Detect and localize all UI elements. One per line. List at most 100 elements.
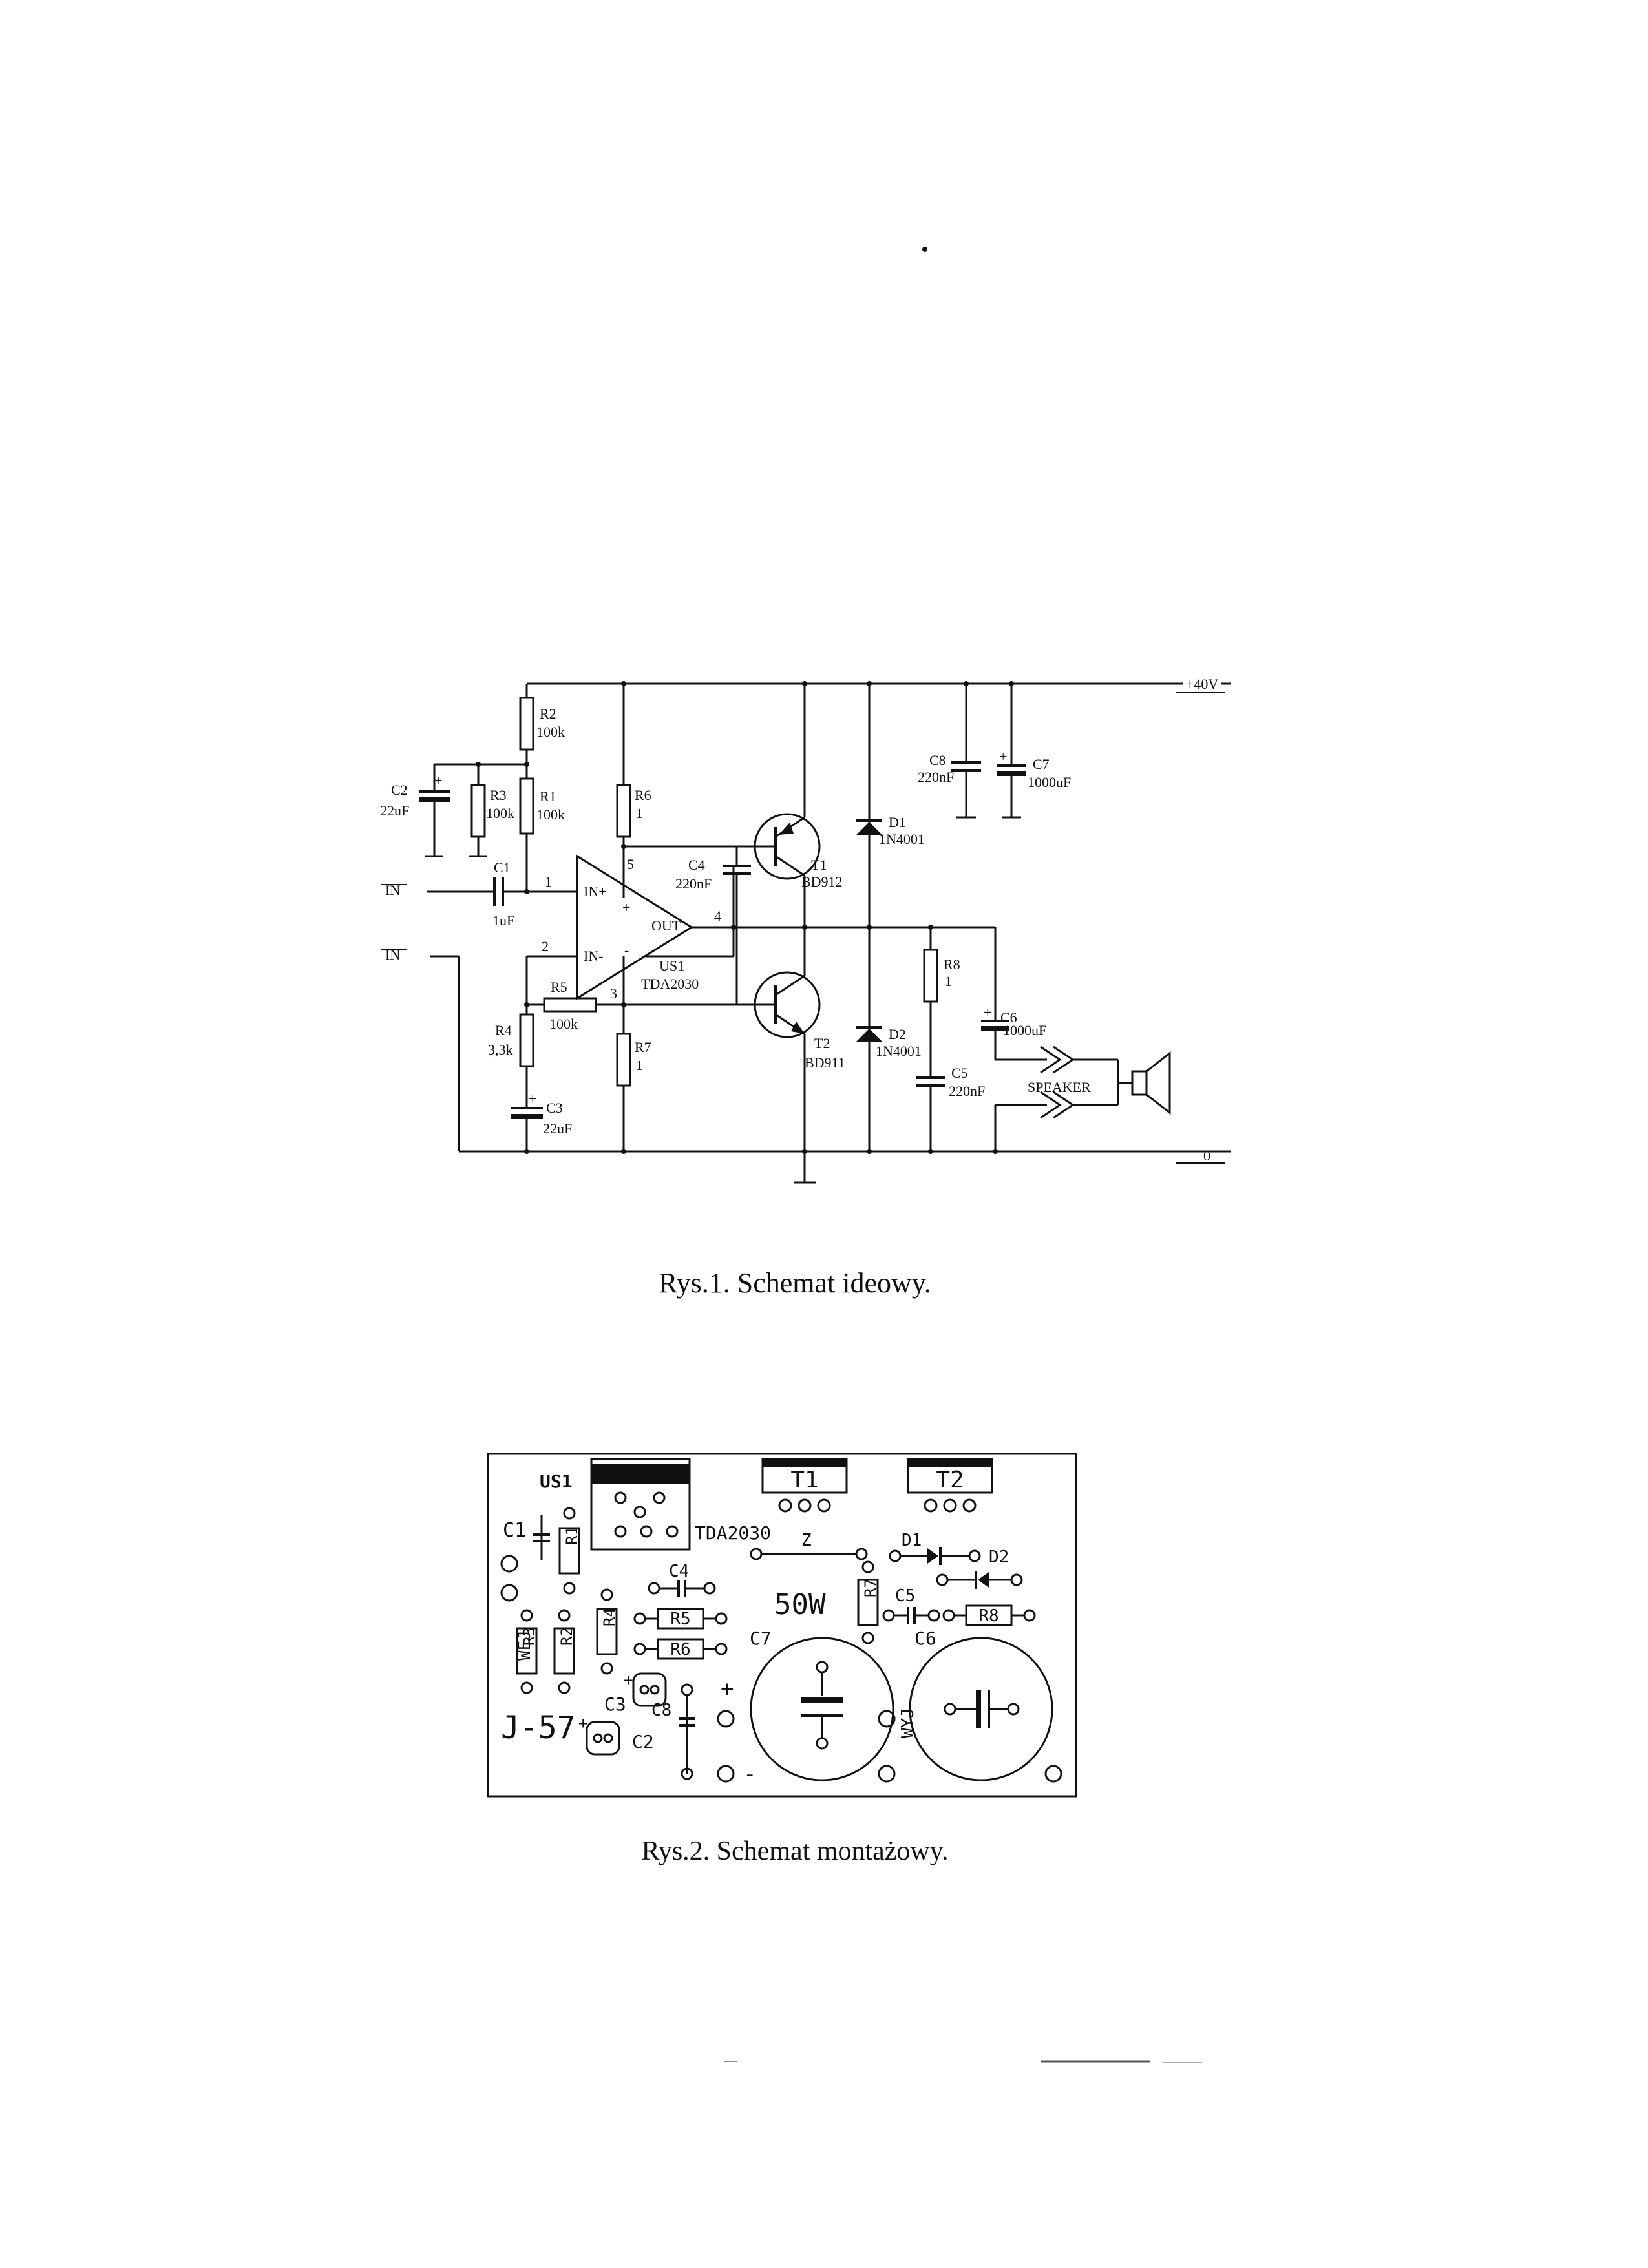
pcb-r3: R3 [520,1627,538,1646]
d1-name: D1 [889,814,906,830]
svg-text:+: + [984,1004,991,1020]
input-label-2: IN [385,947,400,963]
us1-name: US1 [659,958,684,974]
assembly-caption: Rys.2. Schemat montażowy. [641,1836,948,1866]
pcb-d2: D2 [989,1548,1009,1567]
resistor-r6 [616,784,631,838]
us1-value: TDA2030 [641,976,699,992]
pcb-r4-body [596,1608,618,1655]
c5-name: C5 [951,1065,968,1081]
pcb-c2: C2 [632,1731,654,1752]
pcb-wej: WEJ [515,1630,534,1661]
r6-value: 1 [636,805,643,821]
resistor-r2 [519,697,534,751]
pin-4: 4 [714,908,721,924]
svg-text:+: + [529,1091,536,1107]
pcb-wyj: WYJ [898,1708,918,1738]
c7-value: 1000uF [1028,774,1071,790]
speaker-label: SPEAKER [1028,1079,1091,1095]
pcb-c5: C5 [895,1586,915,1606]
pcb-power: 50W [774,1588,826,1621]
svg-text:+: + [624,1671,633,1689]
r3-name: R3 [490,787,507,803]
pcb-r6: R6 [670,1640,690,1659]
pcb-r7: R7 [861,1579,880,1597]
input-label-1: IN [385,882,400,898]
resistor-r7 [616,1033,631,1087]
pcb-r5: R5 [670,1610,690,1629]
c2-name: C2 [391,782,408,798]
svg-text:+: + [434,772,442,788]
ground-rail-label: 0 [1203,1148,1210,1164]
r5-name: R5 [551,979,567,995]
pcb-r8: R8 [978,1606,998,1626]
c8-value: 220nF [918,769,954,785]
opamp-in-plus: IN+ [584,883,607,899]
r2-name: R2 [540,706,556,722]
r8-name: R8 [944,956,960,972]
svg-text:+: + [999,748,1007,764]
pcb-r1: R1 [563,1526,581,1545]
c5-value: 220nF [949,1083,985,1099]
pcb-d1: D1 [902,1531,922,1550]
resistor-r8 [923,949,938,1003]
t2-value: BD911 [805,1055,845,1071]
pcb-r2: R2 [558,1627,576,1646]
c6-value: 1000uF [1003,1022,1046,1038]
resistor-r5 [543,997,597,1013]
speaker-icon [1118,1051,1171,1115]
pcb-c3-body [632,1672,667,1707]
pcb-z: Z [801,1531,812,1550]
resistor-r3 [470,784,486,838]
c1-value: 1uF [492,912,514,929]
r7-name: R7 [635,1039,651,1055]
diode-d2 [856,1029,882,1042]
diode-d1 [856,822,882,835]
opamp-in-minus: IN- [584,948,604,964]
d2-name: D2 [889,1026,906,1042]
pcb-tda2030: TDA2030 [695,1522,771,1544]
pcb-j57: J-57 [501,1710,576,1746]
d1-value: 1N4001 [879,831,925,847]
r8-value: 1 [945,973,952,989]
opamp-out: OUT [651,918,681,934]
t1-name: T1 [811,857,827,873]
opamp-us1 [576,854,693,1000]
opamp-minus: - [624,942,629,958]
pcb-t1: T1 [790,1467,818,1493]
pin-1: 1 [545,874,552,890]
d2-value: 1N4001 [876,1043,922,1059]
r1-value: 100k [536,806,565,823]
schematic-caption: Rys.1. Schemat ideowy. [659,1267,931,1299]
pcb-c4: C4 [669,1562,689,1581]
c3-name: C3 [546,1100,563,1116]
pcb-c6-body [909,1637,1053,1781]
pcb-minus: - [743,1761,756,1787]
scan-specks [724,247,1202,2063]
tda2030-footprint [590,1458,691,1551]
pcb-r2-body [553,1627,575,1675]
resistor-r1 [519,777,534,835]
pcb-c1: C1 [503,1519,526,1542]
c4-value: 220nF [675,876,712,892]
pcb-c7-body [750,1637,894,1781]
positive-rail-label: +40V [1186,676,1218,692]
resistor-r4 [519,1013,534,1067]
pcb-t2: T2 [936,1467,964,1493]
r4-name: R4 [495,1022,512,1038]
pcb-r1-body [558,1527,580,1575]
t1-value: BD912 [801,874,843,890]
r2-value: 100k [536,724,565,740]
pcb-c7: C7 [750,1628,772,1649]
r6-name: R6 [635,787,651,803]
r7-value: 1 [636,1057,643,1073]
c4-name: C4 [688,857,705,873]
pcb-outline [487,1453,1077,1798]
c8-name: C8 [929,752,946,768]
r4-value: 3,3k [488,1042,513,1058]
opamp-plus: + [622,899,630,916]
schematic-diagram: +40V 0 R2 100k R1 100k R3 100k + C2 22uF… [380,676,1231,1184]
c2-value: 22uF [380,803,409,819]
pcb-plus: + [721,1676,734,1702]
pin-5: 5 [627,856,634,872]
